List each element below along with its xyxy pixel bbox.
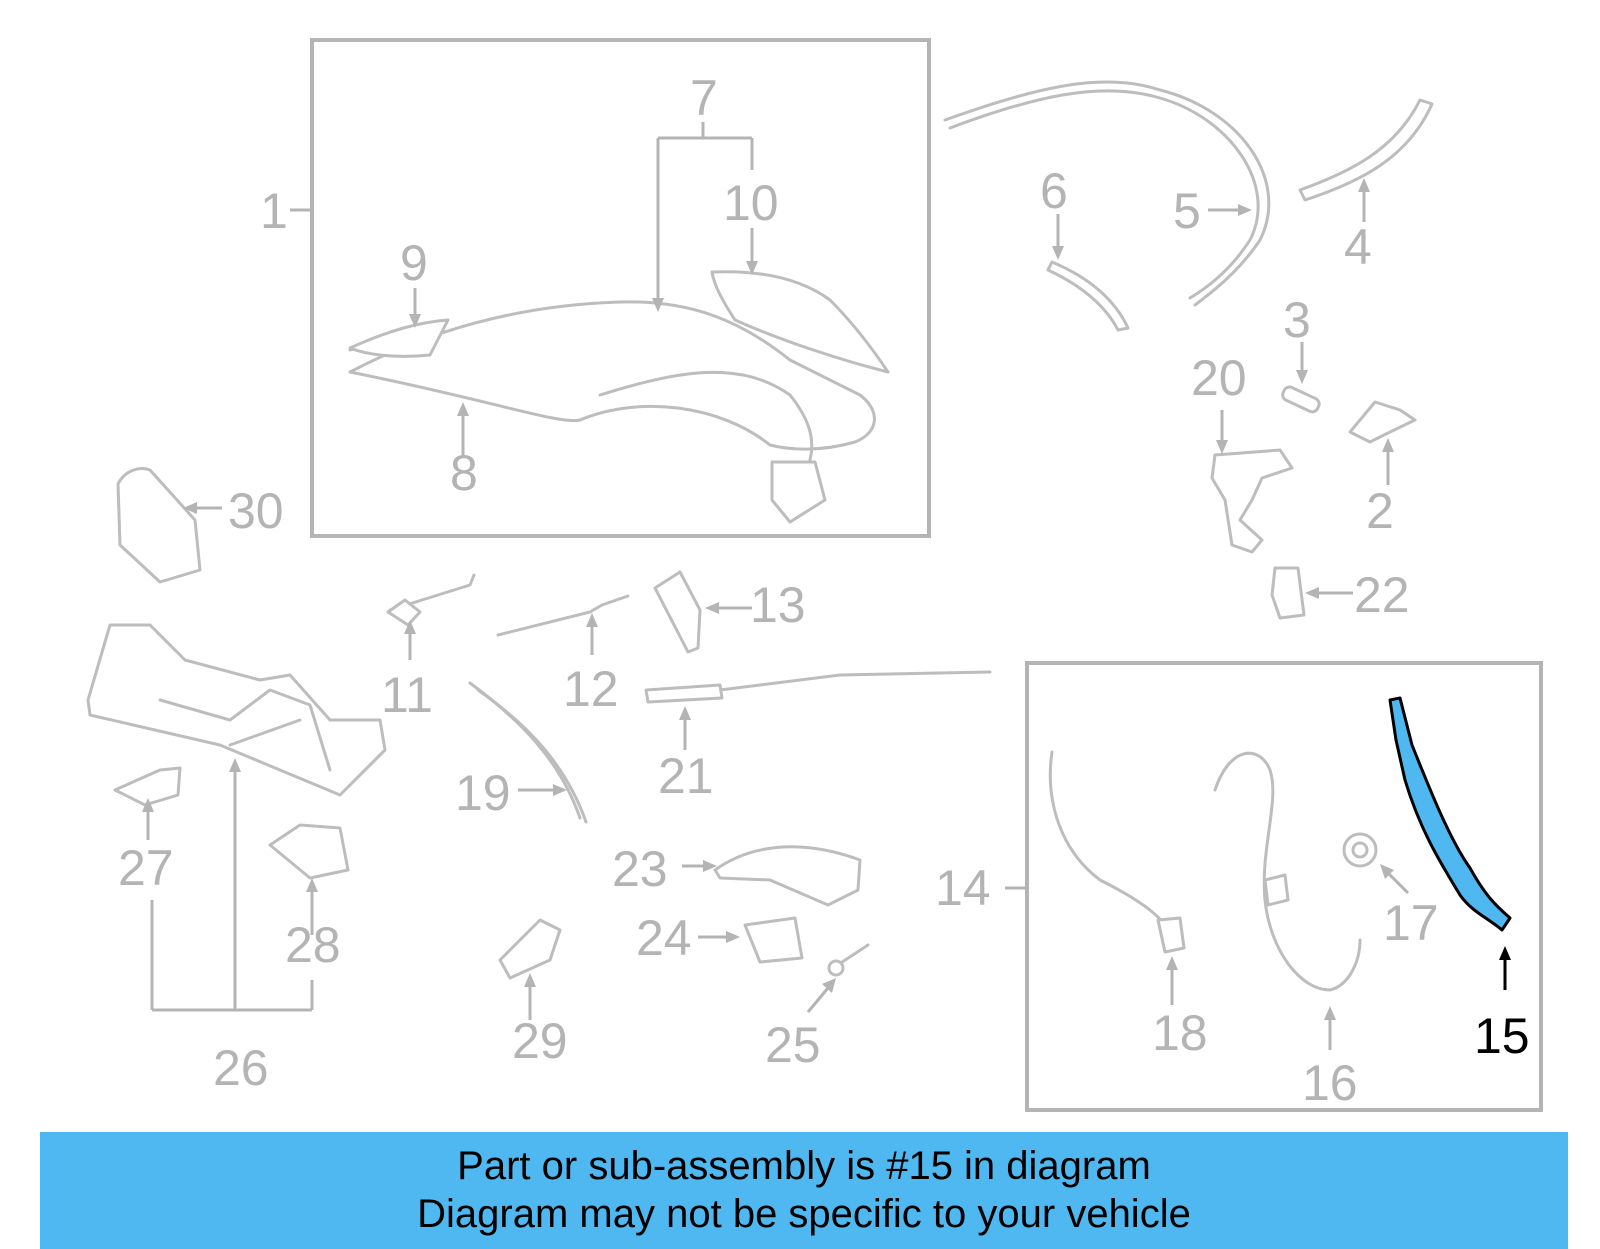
hinge-bracket: [1348, 400, 1417, 444]
callout-26: 26: [213, 1040, 269, 1096]
callout-12: 12: [563, 661, 619, 717]
callout-25: 25: [765, 1017, 821, 1073]
info-banner: Part or sub-assembly is #15 in diagram D…: [40, 1132, 1568, 1249]
callout-20: 20: [1191, 350, 1247, 406]
banner-line-2: Diagram may not be specific to your vehi…: [417, 1192, 1191, 1236]
callout-3: 3: [1283, 292, 1311, 348]
callout-11: 11: [381, 667, 433, 723]
harness-16: [1213, 751, 1362, 992]
banner-line-1: Part or sub-assembly is #15 in diagram: [457, 1144, 1151, 1188]
callout-29: 29: [512, 1013, 568, 1069]
callout-2: 2: [1366, 483, 1394, 539]
callout-23: 23: [612, 841, 668, 897]
callout-19: 19: [455, 765, 511, 821]
rod-11: [388, 573, 476, 612]
cable-12: [496, 594, 630, 637]
callout-8: 8: [450, 445, 478, 501]
callout-24: 24: [636, 910, 692, 966]
roof-seal: [943, 80, 1271, 307]
callout-27: 27: [118, 840, 174, 896]
cable-18: [1048, 750, 1177, 947]
callout-1: 1: [260, 183, 288, 239]
callout-22: 22: [1354, 567, 1410, 623]
clip-24: [743, 916, 804, 964]
trim-pad: [116, 467, 202, 584]
roof-panel: [348, 300, 876, 451]
callout-6: 6: [1040, 163, 1068, 219]
pad-23: [713, 845, 862, 907]
latch-29: [498, 918, 562, 980]
headliner: [348, 318, 450, 358]
callout-labels: 1 2 3 4 5 6 7 8 9 10 11 12 13 14 15 16 1…: [118, 70, 1530, 1111]
side-seal: [1046, 260, 1130, 332]
callout-17: 17: [1383, 895, 1439, 951]
callout-21: 21: [658, 748, 714, 804]
pin: [1281, 385, 1321, 414]
callout-28: 28: [285, 917, 341, 973]
callout-13: 13: [750, 577, 806, 633]
bracket-27: [113, 766, 182, 807]
bracket-13: [653, 570, 702, 654]
callout-7: 7: [690, 70, 718, 126]
callout-30: 30: [228, 483, 284, 539]
callout-10: 10: [723, 175, 779, 231]
roof-bracket: [770, 460, 827, 524]
bracket-28: [268, 823, 350, 880]
rear-window: [710, 270, 890, 374]
callout-18: 18: [1152, 1005, 1208, 1061]
callout-15: 15: [1474, 1008, 1530, 1064]
assembly-box-1: [310, 38, 931, 538]
callout-16: 16: [1302, 1055, 1358, 1111]
weatherstrip: [1298, 98, 1434, 202]
motor-actuator: [1210, 448, 1294, 554]
callout-14: 14: [935, 860, 991, 916]
switch: [1270, 566, 1306, 620]
callout-5: 5: [1173, 183, 1201, 239]
callout-9: 9: [400, 235, 428, 291]
grommet: [1342, 832, 1378, 868]
callout-4: 4: [1344, 219, 1372, 275]
wind-deflector-frame: [86, 623, 387, 797]
highlighted-part-15: [1388, 696, 1512, 932]
